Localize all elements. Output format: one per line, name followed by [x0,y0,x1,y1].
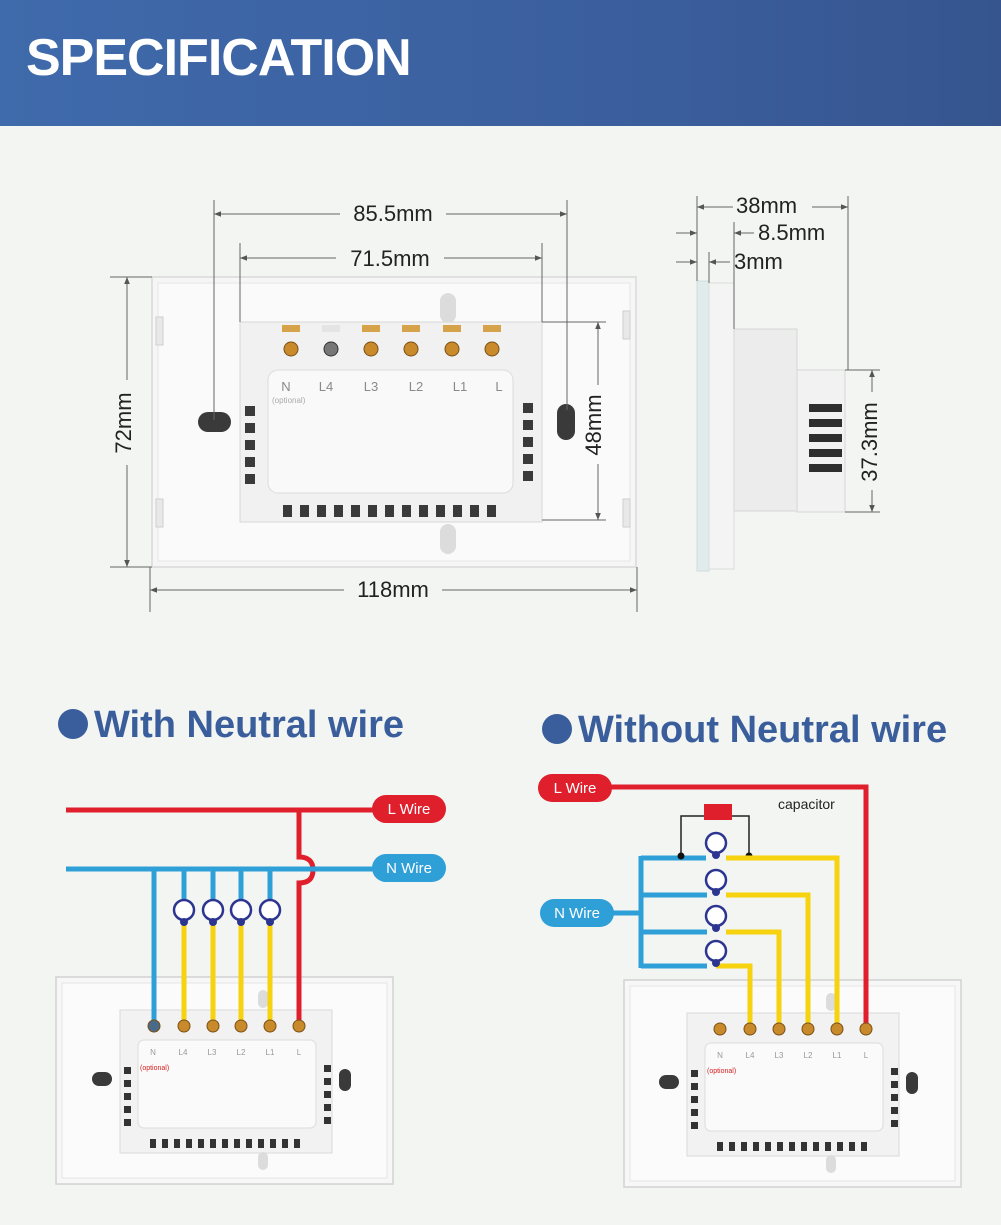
terminal-label-L4: L4 [319,379,333,394]
svg-text:N: N [150,1048,156,1057]
svg-text:L1: L1 [266,1048,275,1057]
with-neutral-diagram: N L4 L3 L2 L1 L (optional) [55,795,446,1185]
optional-note: (optional) [707,1068,736,1075]
front-dimension-lines [110,200,638,612]
svg-text:L4: L4 [746,1051,755,1060]
optional-note: (optional) [140,1065,169,1072]
section-title-without-neutral: Without Neutral wire [542,709,947,752]
l-wire-label: L Wire [388,801,431,818]
dim-8-5mm: 8.5mm [758,220,825,245]
bullet-dot-icon [58,709,88,739]
dim-118mm: 118mm [357,577,429,602]
bulb-icon [172,898,282,926]
l-wire-label: L Wire [554,780,597,797]
svg-text:L3: L3 [208,1048,217,1057]
n-wire-label: N Wire [386,860,432,877]
header-banner: SPECIFICATION [0,0,1001,126]
section-title-with-neutral: With Neutral wire [58,704,404,747]
svg-text:L4: L4 [179,1048,188,1057]
dim-71-5mm: 71.5mm [350,246,429,271]
bullet-dot-icon [542,714,572,744]
svg-text:L: L [864,1051,869,1060]
terminal-label-L3: L3 [364,379,378,394]
svg-text:L2: L2 [804,1051,813,1060]
side-dimension-lines [676,196,880,513]
terminal-label-L: L [495,379,502,394]
svg-text:L1: L1 [833,1051,842,1060]
svg-text:N: N [717,1051,723,1060]
page-title: SPECIFICATION [26,29,412,87]
dim-37-3mm: 37.3mm [857,402,882,481]
without-neutral-diagram: N L4 L3 L2 L1 L (optional) capacitor [538,774,962,1188]
terminal-label-N: N [281,379,290,394]
dim-38mm: 38mm [736,193,797,218]
svg-text:L2: L2 [237,1048,246,1057]
dim-48mm: 48mm [581,394,606,455]
svg-text:L: L [297,1048,302,1057]
capacitor-label: capacitor [778,796,835,812]
svg-text:L3: L3 [775,1051,784,1060]
dim-72mm: 72mm [111,392,136,453]
bulb-icon [704,831,728,967]
dim-85-5mm: 85.5mm [353,201,432,226]
terminal-label-L1: L1 [453,379,467,394]
dim-3mm: 3mm [734,249,783,274]
n-wire-label: N Wire [554,905,600,922]
switch-back-view: N L4 L3 L2 L1 L (optional) [151,276,637,568]
terminal-label-L2: L2 [409,379,423,394]
optional-note: (optional) [272,396,306,405]
switch-side-view [696,280,846,572]
